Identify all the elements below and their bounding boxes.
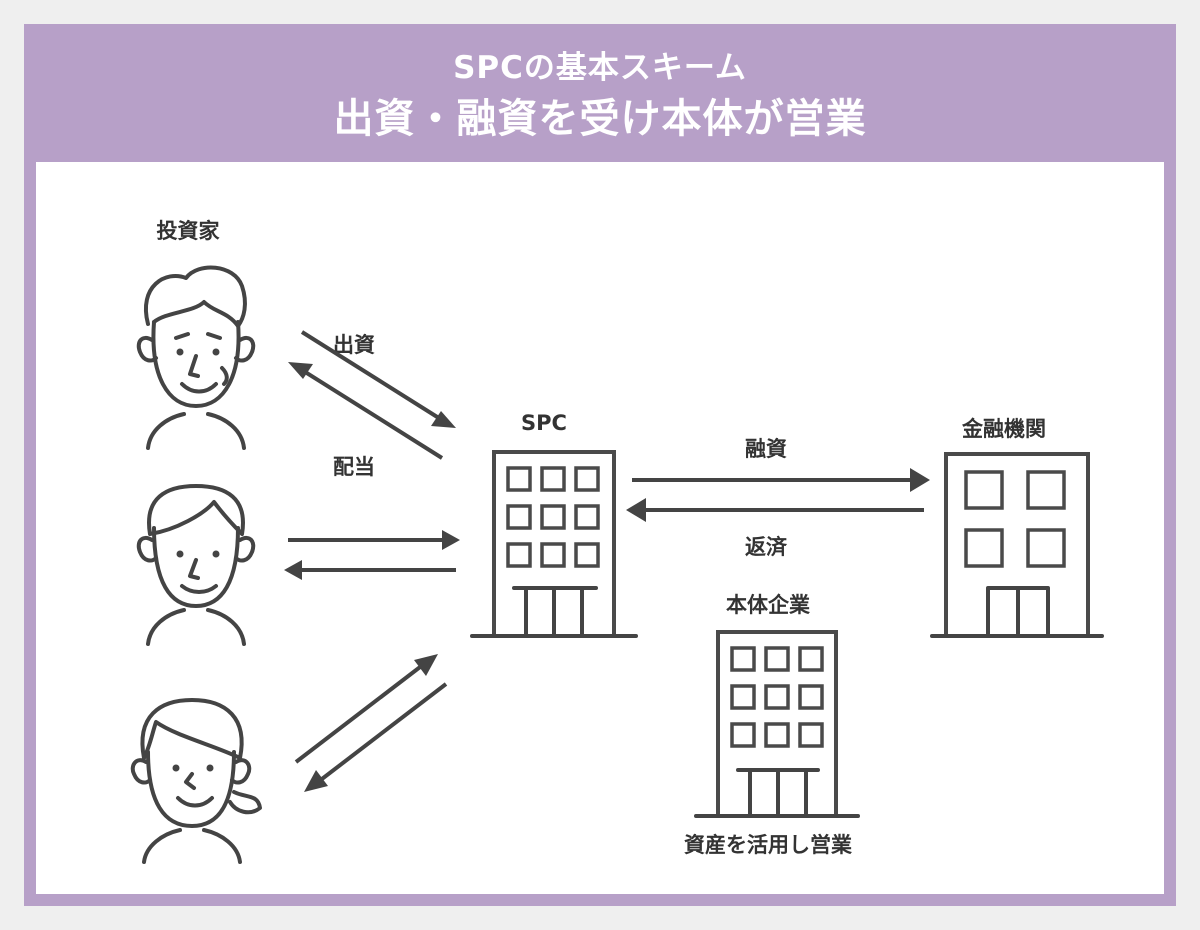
investors-label: 投資家: [157, 219, 221, 243]
dividend-arrow-2-icon: [284, 560, 456, 580]
investment-label: 出資: [333, 333, 375, 357]
scheme-diagram: 投資家 出資 配当 SPC 融資 返済 金融機関 本体企業 資産を活用し営業: [130, 219, 1104, 864]
diagram-title: 出資・融資を受け本体が営業: [333, 96, 867, 142]
bank-building-icon: [930, 452, 1104, 638]
spc-building-icon: [470, 450, 638, 638]
parent-company-label: 本体企業: [726, 593, 811, 617]
frame: SPCの基本スキーム 出資・融資を受け本体が営業 投資家 出資 配当 SPC 融…: [24, 24, 1176, 906]
loan-arrow-icon: [632, 468, 930, 492]
diagram-panel: 投資家 出資 配当 SPC 融資 返済 金融機関 本体企業 資産を活用し営業: [36, 162, 1164, 894]
diagram-subtitle: SPCの基本スキーム: [453, 50, 747, 86]
repayment-arrow-icon: [626, 498, 924, 522]
bank-label: 金融機関: [961, 417, 1046, 441]
header-banner: SPCの基本スキーム 出資・融資を受け本体が営業: [24, 24, 1176, 162]
dividend-arrow-3-icon: [304, 682, 448, 792]
dividend-arrow-icon: [288, 362, 444, 460]
investor-woman-icon: [136, 484, 256, 646]
investor-man-icon: [136, 265, 256, 450]
spc-label: SPC: [521, 411, 567, 435]
repayment-label: 返済: [745, 535, 788, 559]
dividend-label: 配当: [333, 455, 375, 479]
investor-ponytail-icon: [130, 698, 262, 864]
investment-arrow-3-icon: [294, 654, 438, 764]
investment-arrow-icon: [300, 330, 456, 428]
parent-caption: 資産を活用し営業: [684, 833, 853, 857]
parent-company-building-icon: [694, 630, 860, 818]
investment-arrow-2-icon: [288, 530, 460, 550]
loan-label: 融資: [745, 437, 787, 461]
